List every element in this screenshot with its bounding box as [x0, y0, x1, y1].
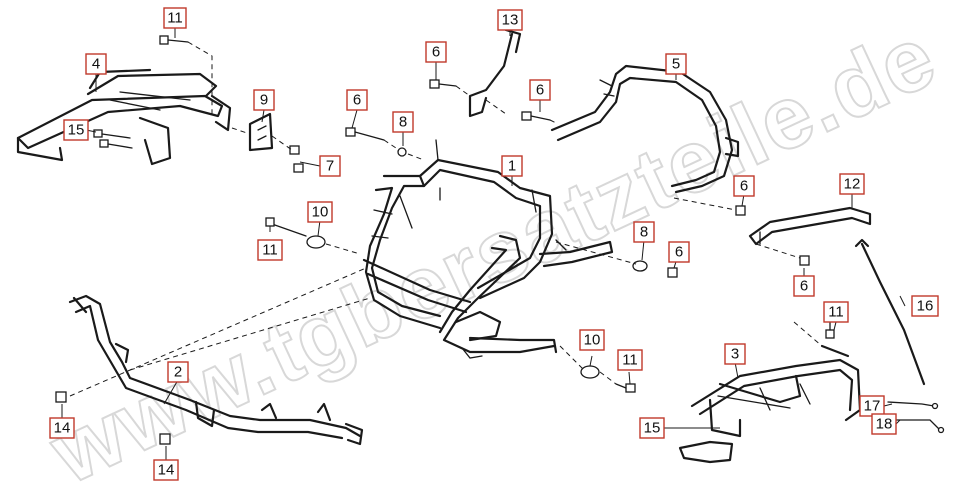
svg-text:15: 15 [68, 122, 85, 139]
part-4-bracket [16, 68, 232, 166]
part-16-cable [854, 238, 926, 386]
svg-text:8: 8 [399, 114, 407, 131]
label-6-f: 6 [793, 275, 815, 297]
svg-text:13: 13 [502, 12, 519, 29]
svg-text:11: 11 [828, 304, 844, 321]
svg-text:5: 5 [672, 56, 680, 73]
fasteners [55, 35, 835, 445]
label-10-left: 10 [307, 201, 333, 223]
part-9-bracket [248, 112, 274, 152]
label-11-left: 11 [257, 239, 283, 261]
label-15-bottom: 15 [639, 417, 665, 439]
svg-text:18: 18 [876, 416, 893, 433]
label-9: 9 [253, 89, 275, 111]
svg-text:10: 10 [312, 204, 329, 221]
label-6-c: 6 [346, 89, 368, 111]
label-2: 2 [167, 361, 189, 383]
label-1: 1 [501, 155, 523, 177]
label-6-d: 6 [733, 175, 755, 197]
label-16: 16 [911, 295, 939, 317]
svg-text:14: 14 [158, 462, 175, 479]
svg-text:6: 6 [675, 244, 683, 261]
label-14-left: 14 [49, 417, 75, 439]
label-6-e: 6 [668, 241, 690, 263]
part-12-bracket [748, 206, 872, 246]
label-11-top: 11 [163, 7, 187, 29]
svg-text:16: 16 [917, 298, 934, 315]
label-6-b: 6 [529, 79, 551, 101]
part-3-rear-bracket [678, 344, 862, 464]
svg-text:11: 11 [262, 242, 278, 259]
svg-text:12: 12 [844, 176, 861, 193]
svg-text:4: 4 [92, 56, 100, 73]
part-17-18-wires [887, 401, 945, 434]
label-3: 3 [724, 343, 746, 365]
label-7: 7 [319, 155, 341, 177]
svg-text:8: 8 [640, 224, 648, 241]
label-15-left: 15 [63, 119, 89, 141]
label-12: 12 [839, 173, 865, 195]
label-4: 4 [85, 53, 107, 75]
label-13: 13 [497, 9, 523, 31]
part-5-bar [550, 64, 740, 194]
svg-text:15: 15 [644, 420, 661, 437]
svg-text:14: 14 [54, 420, 71, 437]
svg-text:11: 11 [622, 352, 638, 369]
svg-text:9: 9 [260, 92, 268, 109]
svg-text:7: 7 [326, 158, 334, 175]
svg-text:6: 6 [740, 178, 748, 195]
svg-text:6: 6 [536, 82, 544, 99]
svg-text:6: 6 [353, 92, 361, 109]
svg-text:17: 17 [864, 398, 881, 415]
label-11-right: 11 [823, 301, 849, 323]
svg-text:1: 1 [508, 158, 516, 175]
part-1-main-frame [362, 139, 614, 359]
label-18: 18 [871, 413, 897, 435]
label-17: 17 [859, 395, 885, 417]
label-8-right: 8 [633, 221, 655, 243]
part-2-lower-bar [68, 294, 364, 446]
label-11-bottom: 11 [617, 349, 643, 371]
svg-text:6: 6 [800, 278, 808, 295]
assembly-lines [69, 41, 823, 397]
part-13-bracket [468, 28, 522, 118]
label-8-top: 8 [392, 111, 414, 133]
label-14-bottom: 14 [153, 459, 179, 481]
part-labels: 11 4 15 9 7 13 6 6 [49, 7, 939, 481]
label-6-a: 6 [425, 41, 447, 63]
svg-text:10: 10 [584, 332, 601, 349]
svg-text:3: 3 [731, 346, 739, 363]
svg-text:2: 2 [174, 364, 182, 381]
label-5: 5 [665, 53, 687, 75]
label-10-bottom: 10 [579, 329, 605, 351]
svg-text:6: 6 [432, 44, 440, 61]
svg-text:11: 11 [167, 10, 183, 27]
